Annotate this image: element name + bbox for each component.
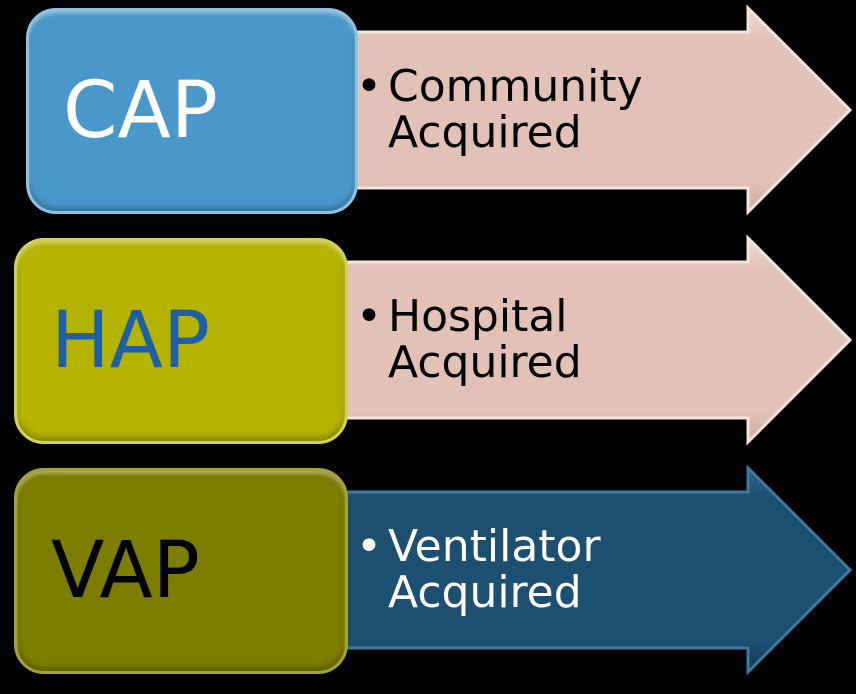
- arrow-hospital-acquired: [328, 234, 853, 446]
- hap-label: HAP: [51, 296, 211, 386]
- hap-description-line2: Acquired: [388, 337, 582, 388]
- cap-description-line1: Community: [388, 61, 643, 112]
- arrow-community-acquired: [328, 4, 853, 216]
- cap-label: CAP: [63, 66, 218, 156]
- hap-description-line1: Hospital: [388, 291, 568, 342]
- hap-description: • Hospital Acquired: [356, 291, 582, 388]
- vap-description-line2: Acquired: [388, 567, 582, 618]
- hap-label-box: HAP: [14, 238, 348, 444]
- bullet-dot: •: [356, 521, 382, 572]
- cap-label-box: CAP: [26, 8, 358, 214]
- bullet-dot: •: [356, 291, 382, 342]
- vap-label: VAP: [51, 526, 200, 616]
- cap-description-line2: Acquired: [388, 107, 582, 158]
- vap-description-line1: Ventilator: [388, 521, 601, 572]
- bullet-dot: •: [356, 61, 382, 112]
- cap-description: • Community Acquired: [356, 61, 643, 158]
- arrow-ventilator-acquired: [328, 464, 853, 676]
- vap-label-box: VAP: [14, 468, 348, 674]
- vap-description: • Ventilator Acquired: [356, 521, 601, 618]
